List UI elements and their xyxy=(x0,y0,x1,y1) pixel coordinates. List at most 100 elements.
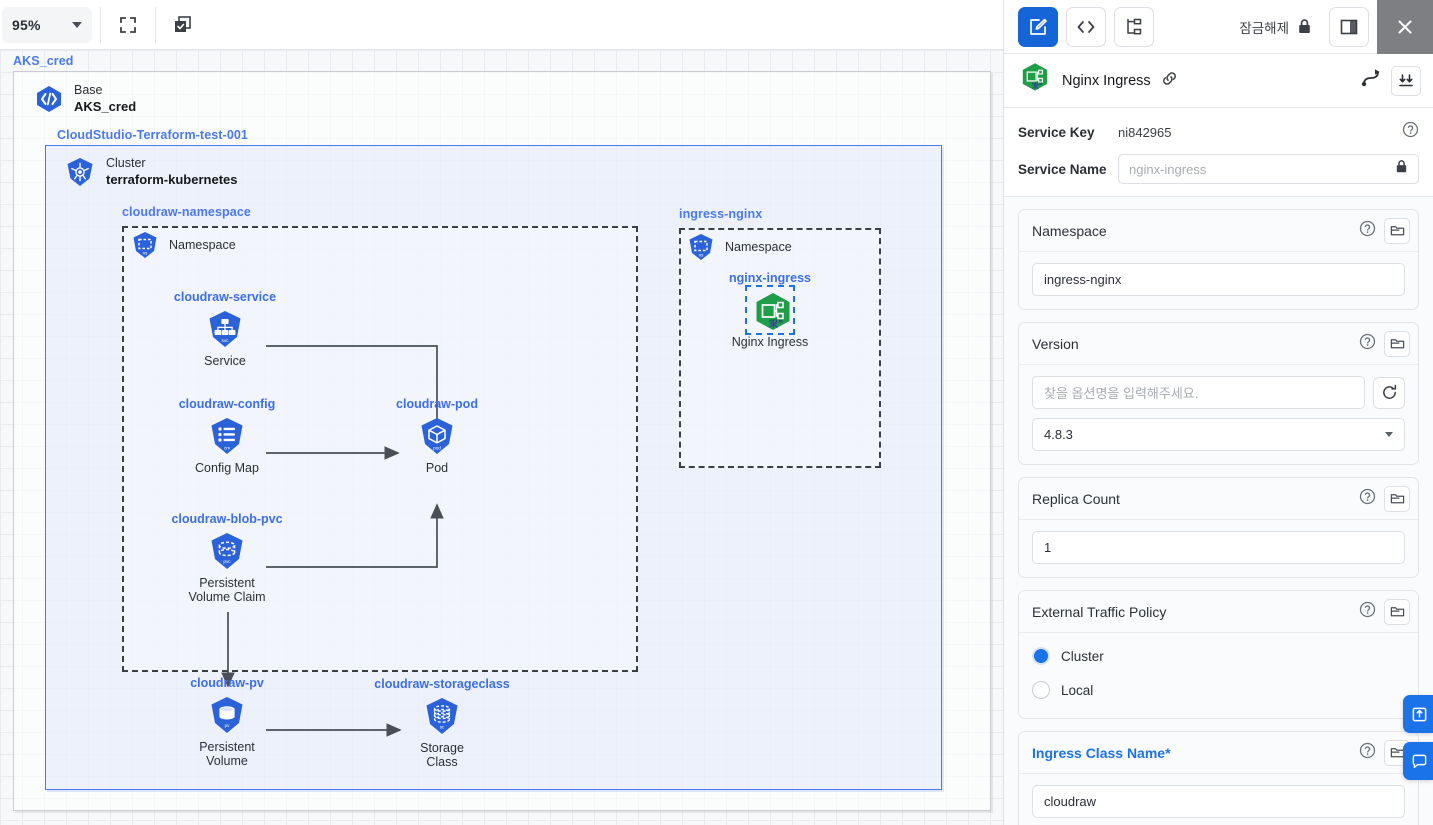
svg-text:pv: pv xyxy=(225,723,231,728)
k8s-pod-icon: pod xyxy=(417,416,457,456)
resource-node-configmap[interactable]: cloudraw-config cm xyxy=(172,397,282,475)
section-body-external-traffic-policy: Cluster Local xyxy=(1019,633,1418,718)
folder-button-namespace[interactable] xyxy=(1384,217,1410,244)
panel-sections[interactable]: Namespace xyxy=(1004,197,1433,825)
help-circle-icon[interactable] xyxy=(1359,488,1376,510)
resource-title-nginx-ingress: nginx-ingress xyxy=(729,271,811,285)
svg-text:svc: svc xyxy=(222,338,230,343)
replica-count-input[interactable]: 1 xyxy=(1032,531,1405,564)
toolbar-divider-1 xyxy=(100,6,101,43)
resource-node-pvc[interactable]: cloudraw-blob-pvc pvc Persistent Volume … xyxy=(171,512,282,604)
namespace-box-cloudraw[interactable] xyxy=(122,226,638,672)
diagram-grid[interactable]: AKS_cred Base AKS_cred CloudStudio-Terra… xyxy=(0,50,1003,825)
section-body-ingress-class-name: cloudraw xyxy=(1019,774,1418,825)
connection-icon[interactable] xyxy=(1360,67,1382,94)
radio-local[interactable]: Local xyxy=(1032,675,1405,705)
fullscreen-button[interactable] xyxy=(109,6,147,44)
svg-text:pod: pod xyxy=(433,445,441,450)
service-key-row: Service Key ni842965 xyxy=(1018,117,1419,147)
service-key-label: Service Key xyxy=(1018,124,1095,140)
section-label-external-traffic-policy: External Traffic Policy xyxy=(1032,603,1167,620)
close-panel-button[interactable] xyxy=(1377,0,1433,54)
floating-action-buttons xyxy=(1403,695,1433,780)
panel-toolbar: 잠금해제 xyxy=(1004,0,1433,54)
k8s-pv-icon: pv xyxy=(207,695,247,735)
resource-title-service: cloudraw-service xyxy=(173,290,277,304)
duplicate-icon xyxy=(175,15,191,32)
k8s-configmap-icon: cm xyxy=(207,416,247,456)
panel-title-row: HELM Nginx Ingress xyxy=(1004,54,1433,108)
folder-icon xyxy=(1390,607,1404,617)
folder-button-replica-count[interactable] xyxy=(1384,485,1410,512)
cluster-node-kind: Cluster xyxy=(106,156,146,171)
help-circle-icon[interactable] xyxy=(1359,220,1376,242)
version-select[interactable]: 4.8.3 xyxy=(1032,418,1405,451)
cluster-frame-label: CloudStudio-Terraform-test-001 xyxy=(57,128,248,142)
resource-node-pv[interactable]: cloudraw-pv pv Persistent Volume xyxy=(172,676,282,768)
tree-tab[interactable] xyxy=(1114,6,1154,47)
radio-cluster[interactable]: Cluster xyxy=(1032,641,1405,671)
namespace-icon: ns xyxy=(133,232,157,258)
ingress-class-name-input[interactable]: cloudraw xyxy=(1032,785,1405,818)
k8s-storageclass-icon: sc xyxy=(422,696,462,736)
hierarchy-tree-icon xyxy=(1127,18,1142,34)
fullscreen-icon xyxy=(120,16,136,33)
namespace-input[interactable]: ingress-nginx xyxy=(1032,263,1405,296)
lock-icon xyxy=(1299,19,1310,33)
svg-text:sc: sc xyxy=(440,724,445,729)
chat-icon xyxy=(1412,754,1427,768)
property-panel: 잠금해제 xyxy=(1003,0,1433,825)
resource-title-pv: cloudraw-pv xyxy=(190,676,264,690)
code-tab[interactable] xyxy=(1066,6,1106,47)
toolbar-divider-2 xyxy=(155,6,156,43)
resource-caption-storageclass: Storage Class xyxy=(420,741,464,769)
namespace-label-cloudraw: cloudraw-namespace xyxy=(122,205,251,219)
edit-tab[interactable] xyxy=(1018,6,1058,47)
resource-title-pod: cloudraw-pod xyxy=(396,397,478,411)
fab-export[interactable] xyxy=(1403,695,1433,733)
link-icon[interactable] xyxy=(1161,70,1178,92)
section-label-namespace: Namespace xyxy=(1032,222,1107,239)
help-circle-icon[interactable] xyxy=(1359,601,1376,623)
cluster-node-header[interactable]: Cluster terraform-kubernetes xyxy=(64,156,238,188)
close-icon xyxy=(1398,20,1412,33)
service-name-input[interactable]: nginx-ingress xyxy=(1118,154,1419,184)
panel-meta: Service Key ni842965 Service Name nginx-… xyxy=(1004,108,1433,197)
folder-icon xyxy=(1390,226,1404,236)
radio-label-local: Local xyxy=(1061,682,1094,698)
section-replica-count: Replica Count xyxy=(1018,477,1419,578)
svg-text:HELM: HELM xyxy=(769,319,783,325)
panel-title: Nginx Ingress xyxy=(1062,72,1151,89)
version-search-input[interactable]: 찾을 옵션명을 입력해주세요. xyxy=(1032,376,1365,409)
version-selected-value: 4.8.3 xyxy=(1044,427,1073,442)
base-node-header[interactable]: Base AKS_cred xyxy=(34,83,136,115)
section-ingress-class-name: Ingress Class Name* xyxy=(1018,731,1419,825)
namespace-node-cloudraw[interactable]: ns Namespace xyxy=(130,230,236,260)
section-header-external-traffic-policy: External Traffic Policy xyxy=(1019,591,1418,633)
fab-chat[interactable] xyxy=(1403,742,1433,780)
version-refresh-button[interactable] xyxy=(1373,376,1405,409)
duplicate-button[interactable] xyxy=(164,6,202,44)
namespace-box-ingress[interactable] xyxy=(679,228,881,468)
folder-icon xyxy=(1390,339,1404,349)
help-circle-icon[interactable] xyxy=(1359,333,1376,355)
import-button[interactable] xyxy=(1391,65,1421,96)
resource-node-storageclass[interactable]: cloudraw-storageclass sc S xyxy=(374,677,509,769)
namespace-node-ingress[interactable]: ns Namespace xyxy=(686,232,792,262)
split-panel-icon xyxy=(1340,19,1358,34)
lock-toggle[interactable]: 잠금해제 xyxy=(1239,17,1321,37)
resource-node-service[interactable]: cloudraw-service svc xyxy=(170,290,280,368)
help-circle-icon[interactable] xyxy=(1359,742,1376,764)
zoom-level-select[interactable]: 95% xyxy=(2,6,92,43)
help-circle-icon[interactable] xyxy=(1402,121,1419,143)
resource-caption-configmap: Config Map xyxy=(195,461,259,475)
section-label-ingress-class-name: Ingress Class Name* xyxy=(1032,744,1171,761)
base-node-name: AKS_cred xyxy=(74,98,137,114)
folder-button-external-traffic-policy[interactable] xyxy=(1384,598,1410,625)
section-body-replica-count: 1 xyxy=(1019,520,1418,577)
section-header-namespace: Namespace xyxy=(1019,210,1418,252)
resource-node-pod[interactable]: cloudraw-pod pod Pod xyxy=(382,397,492,475)
resource-node-nginx-ingress[interactable]: nginx-ingress HELM xyxy=(715,271,825,349)
folder-button-version[interactable] xyxy=(1384,330,1410,357)
layout-toggle-button[interactable] xyxy=(1329,6,1369,47)
